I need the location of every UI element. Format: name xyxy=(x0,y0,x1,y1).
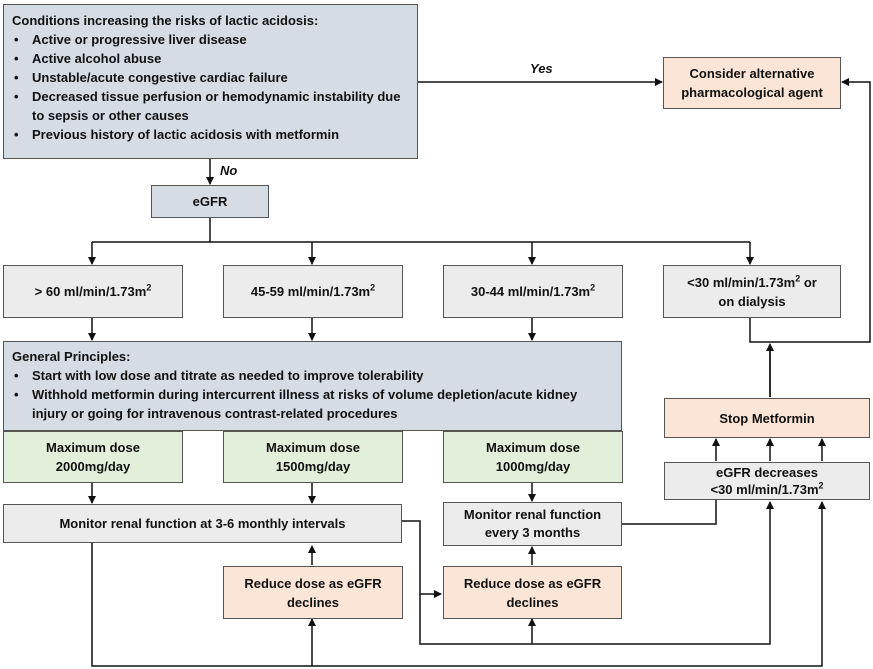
condition-item: Unstable/acute congestive cardiac failur… xyxy=(12,68,409,87)
decrease-sup: 2 xyxy=(818,480,824,491)
max-dose-1500-box: Maximum dose 1500mg/day xyxy=(223,431,403,483)
monitor-a-label: Monitor renal function at 3-6 monthly in… xyxy=(59,516,346,531)
max-dose-2000-box: Maximum dose 2000mg/day xyxy=(3,431,183,483)
alternative-agent-box: Consider alternative pharmacological age… xyxy=(663,57,841,109)
principle-item: Withhold metformin during intercurrent i… xyxy=(12,385,613,423)
dose-line1: Maximum dose xyxy=(486,440,580,455)
alternative-line2: pharmacological agent xyxy=(681,85,823,100)
range-text: <30 ml/min/1.73m xyxy=(687,274,796,290)
alternative-line1: Consider alternative xyxy=(689,66,815,81)
reduce-line2: declines xyxy=(506,594,559,610)
dose-line2: 1500mg/day xyxy=(275,459,351,474)
dose-line1: Maximum dose xyxy=(46,440,140,455)
monitor-b-line1: Monitor renal function xyxy=(463,507,602,522)
dose-line2: 1000mg/day xyxy=(495,459,571,474)
monitor-every-3-months-box: Monitor renal function every 3 months xyxy=(443,502,622,546)
range-sup: 2 xyxy=(146,282,152,293)
condition-item: Decreased tissue perfusion or hemodynami… xyxy=(12,87,409,125)
reduce-line2: declines xyxy=(286,594,340,610)
conditions-box: Conditions increasing the risks of lacti… xyxy=(3,4,418,159)
reduce-line1: Reduce dose as eGFR xyxy=(244,575,382,591)
range-box-under-30: <30 ml/min/1.73m2 or on dialysis xyxy=(663,265,841,318)
conditions-title: Conditions increasing the risks of lacti… xyxy=(12,13,319,28)
range-box-30-44: 30-44 ml/min/1.73m2 xyxy=(443,265,623,318)
principle-item: Start with low dose and titrate as neede… xyxy=(12,366,613,385)
egfr-box: eGFR xyxy=(151,185,269,218)
range-text: > 60 ml/min/1.73m xyxy=(34,284,147,299)
principles-list: Start with low dose and titrate as neede… xyxy=(12,366,613,423)
egfr-decreases-box: eGFR decreases <30 ml/min/1.73m2 xyxy=(664,462,870,500)
condition-item: Previous history of lactic acidosis with… xyxy=(12,125,409,144)
decrease-line1: eGFR decreases xyxy=(716,465,818,480)
general-principles-box: General Principles: Start with low dose … xyxy=(3,341,622,431)
principles-title: General Principles: xyxy=(12,349,131,364)
egfr-branch xyxy=(92,218,750,243)
egfr-label: eGFR xyxy=(192,194,228,209)
range-sup: 2 xyxy=(795,273,801,284)
monitor-b-line2: every 3 months xyxy=(484,525,581,540)
reduce-line1: Reduce dose as eGFR xyxy=(463,575,602,591)
yes-label: Yes xyxy=(530,61,553,76)
condition-item: Active or progressive liver disease xyxy=(12,30,409,49)
range-sup: 2 xyxy=(590,282,596,293)
range-rest: or xyxy=(800,274,817,290)
no-label: No xyxy=(220,163,238,178)
condition-item: Active alcohol abuse xyxy=(12,49,409,68)
range-box-over-60: > 60 ml/min/1.73m2 xyxy=(3,265,183,318)
monitor-3-6-monthly-box: Monitor renal function at 3-6 monthly in… xyxy=(3,504,402,543)
range-box-45-59: 45-59 ml/min/1.73m2 xyxy=(223,265,403,318)
range-line2: on dialysis xyxy=(718,293,786,309)
reduce-dose-box-1: Reduce dose as eGFR declines xyxy=(223,566,403,619)
decrease-line2: <30 ml/min/1.73m xyxy=(710,482,819,497)
stop-metformin-box: Stop Metformin xyxy=(664,398,870,438)
range-text: 30-44 ml/min/1.73m xyxy=(470,284,591,299)
reduce-dose-box-2: Reduce dose as eGFR declines xyxy=(443,566,622,619)
dose-line2: 2000mg/day xyxy=(55,459,131,474)
range-text: 45-59 ml/min/1.73m xyxy=(250,284,371,299)
conditions-list: Active or progressive liver disease Acti… xyxy=(12,30,409,144)
max-dose-1000-box: Maximum dose 1000mg/day xyxy=(443,431,623,483)
stop-metformin-label: Stop Metformin xyxy=(719,410,815,426)
range-sup: 2 xyxy=(370,282,376,293)
dose-line1: Maximum dose xyxy=(266,440,360,455)
